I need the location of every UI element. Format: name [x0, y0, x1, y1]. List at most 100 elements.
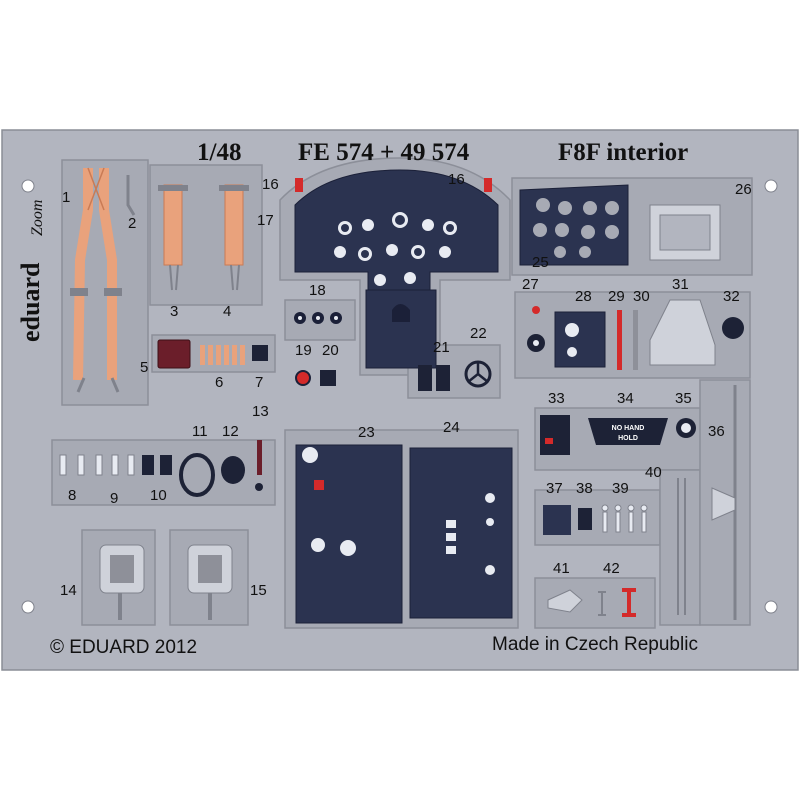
part-1-shoulder-harness — [70, 167, 122, 393]
part-42-red-bracket — [622, 588, 636, 617]
part-number-2: 2 — [128, 215, 137, 232]
part-number-24: 24 — [443, 419, 460, 436]
part-7-plate — [252, 345, 268, 361]
part-29-strip — [617, 310, 622, 370]
part-number-32: 32 — [723, 288, 740, 305]
mounting-hole — [21, 179, 35, 193]
part-number-11: 11 — [192, 423, 208, 440]
part-number-14: 14 — [60, 582, 77, 599]
part-number-36: 36 — [708, 423, 725, 440]
part-number-18: 18 — [309, 282, 326, 299]
part-number-3: 3 — [170, 303, 179, 320]
part-number-22: 22 — [470, 325, 487, 342]
part-number-28: 28 — [575, 288, 592, 305]
part-16-right — [484, 178, 492, 192]
part-37-panel — [543, 505, 571, 535]
part-23-panel — [295, 444, 403, 624]
part-number-9: 9 — [110, 490, 119, 507]
copyright-text: © EDUARD 2012 — [50, 637, 198, 658]
header-subject: F8F interior — [558, 139, 689, 166]
part-number-33: 33 — [548, 390, 565, 407]
part-number-20: 20 — [322, 342, 339, 359]
part-28-panel — [554, 311, 606, 368]
part-number-16-right: 16 — [448, 171, 465, 188]
part-number-25: 25 — [532, 254, 549, 271]
part-number-19: 19 — [295, 342, 312, 359]
part-33-panel — [540, 415, 570, 455]
part-40-rod — [677, 478, 686, 615]
part-number-1: 1 — [62, 189, 71, 206]
part-20-switch — [320, 370, 336, 386]
mounting-hole — [764, 179, 778, 193]
brand-logo: eduard — [16, 262, 45, 342]
part-28-gauge — [567, 347, 577, 357]
part-number-4: 4 — [223, 303, 232, 320]
part-5-cushion — [157, 339, 191, 369]
part-22-control-wheel — [464, 360, 492, 388]
header-code: FE 574 + 49 574 — [298, 139, 470, 166]
part-12-ring — [221, 456, 245, 484]
part-number-30: 30 — [633, 288, 650, 305]
part-9-block — [142, 455, 154, 475]
cavity-part-40 — [659, 469, 701, 626]
part-number-5: 5 — [140, 359, 149, 376]
mounting-hole — [21, 600, 35, 614]
part-number-42: 42 — [603, 560, 620, 577]
part-13-lever-base — [255, 483, 263, 491]
part-24-switches — [446, 493, 495, 575]
part-number-39: 39 — [612, 480, 629, 497]
part-34-placard-line1: NO HAND — [612, 425, 645, 432]
part-15-pedal — [187, 544, 233, 620]
part-30-strip — [633, 310, 638, 370]
origin-text: Made in Czech Republic — [492, 634, 698, 655]
part-17-lower-slot — [392, 304, 410, 322]
part-number-7: 7 — [255, 374, 264, 391]
part-number-40: 40 — [645, 464, 662, 481]
part-number-23: 23 — [358, 424, 375, 441]
part-number-16-left: 16 — [262, 176, 279, 193]
part-6-straps — [200, 345, 245, 365]
part-34-placard-line2: HOLD — [618, 435, 638, 442]
part-16-left — [295, 178, 303, 192]
header-scale: 1/48 — [197, 139, 242, 166]
part-11-ring — [179, 453, 215, 497]
part-number-17: 17 — [257, 212, 274, 229]
part-number-15: 15 — [250, 582, 267, 599]
part-13-lever — [257, 440, 262, 475]
mounting-hole — [764, 600, 778, 614]
part-14-pedal — [99, 544, 145, 620]
part-36-bracket — [711, 487, 736, 521]
part-41-pin — [598, 591, 606, 616]
brand-zoom: Zoom — [29, 199, 46, 236]
part-23-knob — [340, 540, 356, 556]
part-23-gauge — [302, 447, 318, 463]
part-28-gauge — [565, 323, 579, 337]
part-2-strap — [126, 175, 136, 216]
part-38-panel — [578, 508, 592, 530]
part-number-8: 8 — [68, 487, 77, 504]
part-27-knob — [527, 306, 545, 352]
part-23-knob — [311, 538, 325, 552]
part-8-9-pins — [59, 454, 135, 476]
part-34-placard — [588, 418, 668, 445]
part-26-inner — [659, 214, 711, 251]
part-32-dial — [722, 317, 744, 339]
part-number-41: 41 — [553, 560, 570, 577]
part-number-37: 37 — [546, 480, 563, 497]
part-21-switches — [418, 365, 450, 391]
part-31-console — [649, 299, 716, 366]
part-number-34: 34 — [617, 390, 634, 407]
part-number-21: 21 — [433, 339, 450, 356]
part-19-red-knob — [295, 370, 311, 386]
part-24-panel — [409, 447, 513, 619]
part-33-red-indicator — [545, 438, 553, 444]
part-18-knobs — [294, 312, 342, 324]
part-number-31: 31 — [672, 276, 689, 293]
part-number-10: 10 — [150, 487, 167, 504]
part-number-26: 26 — [735, 181, 752, 198]
part-39-pins — [601, 504, 648, 533]
part-35-dial-face — [681, 423, 691, 433]
part-number-27: 27 — [522, 276, 539, 293]
part-4-lap-belt — [219, 184, 249, 291]
